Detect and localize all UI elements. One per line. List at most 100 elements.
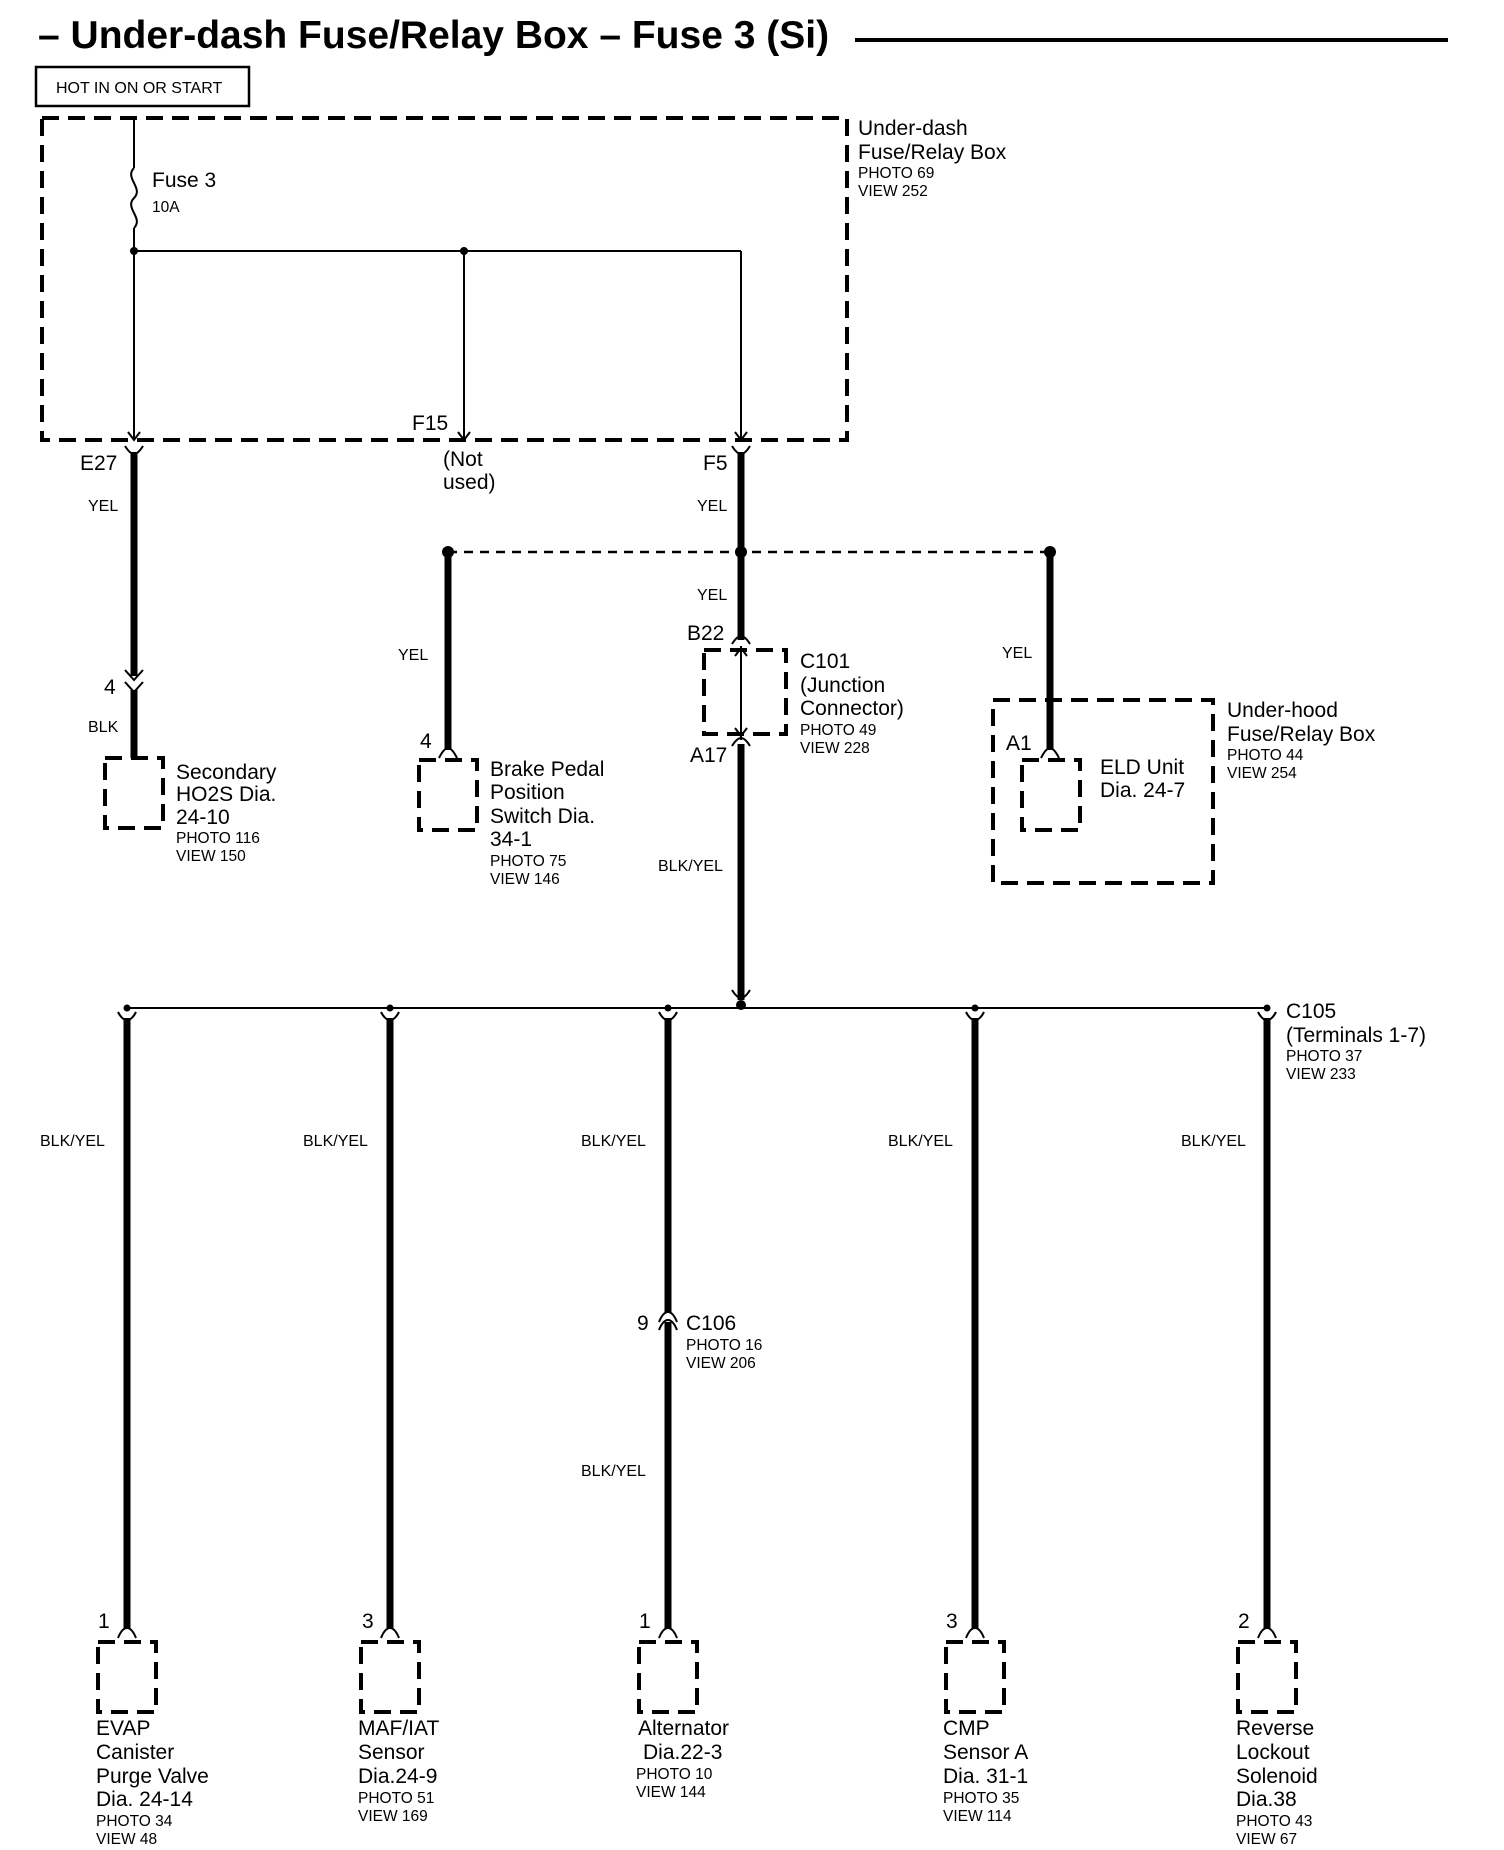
underdash-box-outline <box>40 116 849 442</box>
maf-pin: 3 <box>362 1610 374 1633</box>
c106-connector-symbol <box>658 1318 678 1331</box>
secondary-ho2s-label: Secondary <box>176 761 277 784</box>
connector-symbol <box>380 1626 400 1639</box>
reverse-label: Lockout <box>1236 1741 1310 1764</box>
c101-bottom-pin: A17 <box>690 744 727 767</box>
brake-switch-box <box>417 758 479 832</box>
c101-view: VIEW 228 <box>800 740 870 757</box>
wire-color-blkyel: BLK/YEL <box>40 1133 105 1150</box>
eld-unit-label: ELD Unit <box>1100 756 1184 779</box>
maf-label: Dia.24-9 <box>358 1765 437 1788</box>
underdash-box-view: VIEW 252 <box>858 183 928 200</box>
cmp-view: VIEW 114 <box>943 1808 1012 1825</box>
alternator-box <box>637 1640 699 1714</box>
terminal-f15-note: used) <box>443 471 496 494</box>
terminal-f15-note: (Not <box>443 448 483 471</box>
terminal-arrow <box>734 727 748 738</box>
evap-label: Purge Valve <box>96 1765 209 1788</box>
fuse-symbol <box>130 167 138 229</box>
evap-pin: 1 <box>98 1610 110 1633</box>
diagram-title: – Under-dash Fuse/Relay Box – Fuse 3 (Si… <box>38 14 829 57</box>
connector-symbol <box>124 669 144 682</box>
wire-color-blkyel: BLK/YEL <box>581 1463 646 1480</box>
secondary-ho2s-label: HO2S Dia. <box>176 783 276 806</box>
c106-label: C106 <box>686 1312 736 1335</box>
wire-color-blk: BLK <box>88 719 119 736</box>
cmp-pin: 3 <box>946 1610 958 1633</box>
eld-unit-label: Dia. 24-7 <box>1100 779 1185 802</box>
c106-view: VIEW 206 <box>686 1355 756 1372</box>
secondary-ho2s-label: 24-10 <box>176 806 230 829</box>
reverse-label: Dia.38 <box>1236 1788 1297 1811</box>
terminal-arrow <box>457 431 471 442</box>
maf-label: MAF/IAT <box>358 1717 439 1740</box>
secondary-ho2s-photo: PHOTO 116 <box>176 830 260 847</box>
c106-photo: PHOTO 16 <box>686 1337 762 1354</box>
eld-unit-box <box>1020 758 1082 832</box>
splice-dot <box>971 1004 979 1012</box>
alternator-pin: 1 <box>639 1610 651 1633</box>
underhood-box-photo: PHOTO 44 <box>1227 747 1304 764</box>
wire-color-yel: YEL <box>697 587 727 604</box>
secondary-ho2s-view: VIEW 150 <box>176 848 246 865</box>
c101-box <box>702 648 788 736</box>
hot-label: HOT IN ON OR START <box>56 80 222 97</box>
wire-color-blkyel: BLK/YEL <box>888 1133 953 1150</box>
evap-view: VIEW 48 <box>96 1831 157 1848</box>
evap-box <box>96 1640 158 1714</box>
wire-color-blkyel: BLK/YEL <box>303 1133 368 1150</box>
evap-label: Canister <box>96 1741 174 1764</box>
brake-switch-label: Switch Dia. <box>490 805 595 828</box>
brake-switch-photo: PHOTO 75 <box>490 853 566 870</box>
c106-pin: 9 <box>637 1312 649 1335</box>
underhood-box-label: Fuse/Relay Box <box>1227 723 1376 746</box>
reverse-label: Solenoid <box>1236 1765 1318 1788</box>
maf-label: Sensor <box>358 1741 425 1764</box>
connector-symbol <box>438 746 458 759</box>
wire-color-yel: YEL <box>398 647 428 664</box>
splice-dot <box>664 1004 672 1012</box>
reverse-label: Reverse <box>1236 1717 1314 1740</box>
wire-color-yel: YEL <box>1002 645 1032 662</box>
brake-switch-label: Position <box>490 781 565 804</box>
connector-symbol <box>117 1626 137 1639</box>
hot-label-box <box>34 65 251 108</box>
c101-label: Connector) <box>800 697 904 720</box>
terminal-f15: F15 <box>412 412 448 435</box>
c106-connector-symbol <box>658 1310 678 1323</box>
cmp-box <box>944 1640 1006 1714</box>
reverse-view: VIEW 67 <box>1236 1831 1297 1848</box>
wire-color-blkyel: BLK/YEL <box>658 858 723 875</box>
terminal-arrow <box>734 431 748 442</box>
connector-symbol <box>731 634 751 645</box>
reverse-box <box>1236 1640 1298 1714</box>
brake-switch-label: Brake Pedal <box>490 758 604 781</box>
maf-view: VIEW 169 <box>358 1808 428 1825</box>
alternator-view: VIEW 144 <box>636 1784 706 1801</box>
brake-switch-pin: 4 <box>420 730 432 753</box>
connector-symbol <box>731 736 751 747</box>
underhood-box-view: VIEW 254 <box>1227 765 1297 782</box>
underhood-box-outline <box>991 698 1215 885</box>
c105-view: VIEW 233 <box>1286 1066 1356 1083</box>
fuse-name: Fuse 3 <box>152 169 216 192</box>
cmp-label: Dia. 31-1 <box>943 1765 1028 1788</box>
wire-color-blkyel: BLK/YEL <box>581 1133 646 1150</box>
evap-photo: PHOTO 34 <box>96 1813 173 1830</box>
cmp-photo: PHOTO 35 <box>943 1790 1019 1807</box>
cmp-label: Sensor A <box>943 1741 1028 1764</box>
connector-symbol <box>658 1626 678 1639</box>
evap-label: Dia. 24-14 <box>96 1788 193 1811</box>
evap-label: EVAP <box>96 1717 150 1740</box>
wire-color-blkyel: BLK/YEL <box>1181 1133 1246 1150</box>
connector-symbol <box>1040 746 1060 759</box>
splice-dot <box>130 247 138 255</box>
alternator-label: Dia.22-3 <box>643 1741 722 1764</box>
terminal-f5: F5 <box>703 452 728 475</box>
maf-box <box>359 1640 421 1714</box>
secondary-ho2s-box <box>103 756 165 830</box>
maf-photo: PHOTO 51 <box>358 1790 434 1807</box>
connector-symbol <box>731 989 751 1000</box>
alternator-photo: PHOTO 10 <box>636 1766 713 1783</box>
connector-symbol <box>1257 1626 1277 1639</box>
